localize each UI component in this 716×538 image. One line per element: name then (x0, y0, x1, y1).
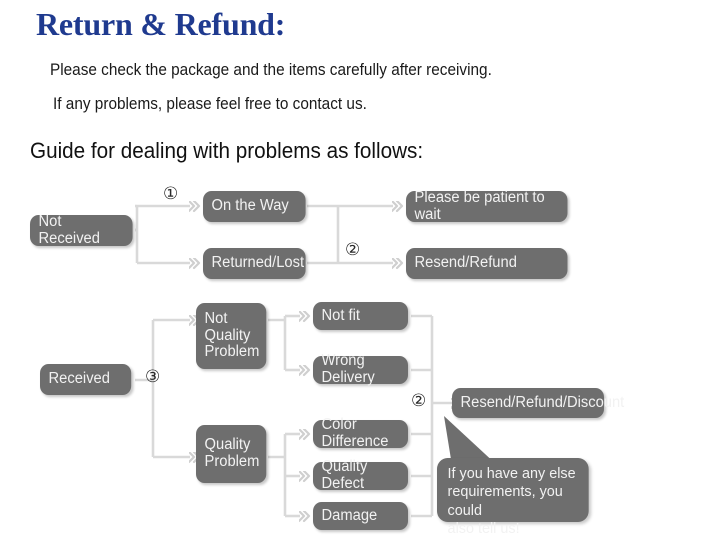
node-quality-defect: Quality Defect (313, 458, 408, 492)
marker-two-top: ② (345, 240, 361, 260)
intro-line-2: If any problems, please feel free to con… (53, 95, 367, 113)
node-not-fit: Not fit (313, 302, 408, 330)
node-resend-refund: Resend/Refund (406, 248, 568, 279)
flowchart: Not Received On the Way Returned/Lost Pl… (0, 180, 716, 537)
marker-one: ① (163, 184, 179, 204)
node-received: Received (40, 364, 132, 395)
node-not-received: Not Received (30, 213, 133, 246)
node-please-be-patient-to-wait: Please be patient to wait (406, 189, 568, 222)
callout-bubble: If you have any else requirements, you c… (437, 458, 589, 537)
intro-line-1: Please check the package and the items c… (50, 61, 492, 79)
node-damage: Damage (313, 502, 408, 530)
node-wrong-delivery: Wrong Delivery (313, 352, 408, 386)
page-title: Return & Refund: (36, 6, 286, 42)
node-on-the-way: On the Way (203, 191, 306, 222)
node-returned-lost: Returned/Lost (203, 248, 306, 279)
marker-three: ③ (145, 367, 161, 387)
node-color-difference: Color Difference (313, 416, 408, 450)
node-resend-refund-discount: Resend/Refund/Discount (452, 388, 624, 418)
flowchart-connectors (135, 180, 716, 536)
node-not-quality-problem: Not Quality Problem (196, 303, 267, 369)
marker-two-bottom: ② (411, 391, 427, 411)
guide-heading: Guide for dealing with problems as follo… (30, 138, 424, 163)
node-quality-problem: Quality Problem (196, 425, 267, 483)
